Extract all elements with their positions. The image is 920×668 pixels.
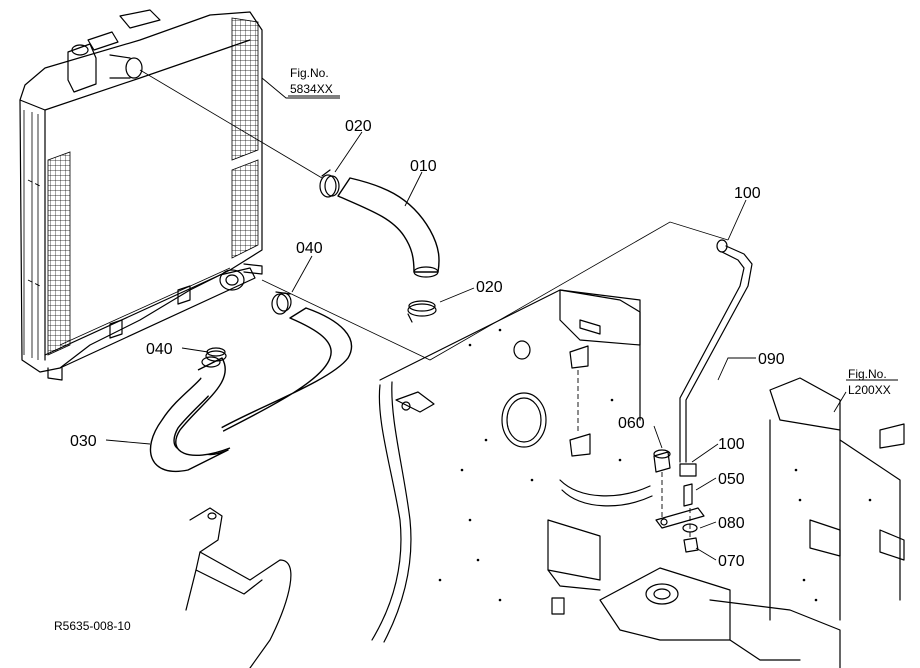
- frame-ref-line1: Fig.No.: [848, 367, 887, 381]
- bolt-060: [653, 449, 671, 520]
- clamp-040-lower: [205, 347, 227, 362]
- radiator-ref-line2: 5834XX: [290, 82, 333, 96]
- label-060: 060: [618, 415, 645, 432]
- label-020-upper: 020: [345, 118, 372, 135]
- clip-100-lower: [679, 463, 697, 477]
- radiator-ref-line1: Fig.No.: [290, 66, 329, 80]
- lower-hose: [149, 307, 353, 473]
- label-010: 010: [410, 158, 437, 175]
- frame: [185, 289, 905, 668]
- label-020-lower: 020: [476, 279, 503, 296]
- label-070: 070: [718, 553, 745, 570]
- label-100-upper: 100: [734, 185, 761, 202]
- drawing-code: R5635-008-10: [54, 619, 131, 633]
- label-030: 030: [70, 433, 97, 450]
- label-080: 080: [718, 515, 745, 532]
- upper-hose: [337, 177, 440, 278]
- clamp-lower-010: [407, 300, 437, 323]
- label-090: 090: [758, 351, 785, 368]
- label-040-lower: 040: [146, 341, 173, 358]
- bracket-050: [655, 483, 705, 529]
- overflow-pipe: [679, 239, 753, 463]
- label-040-upper: 040: [296, 240, 323, 257]
- radiator: [19, 9, 263, 381]
- label-100-lower: 100: [718, 436, 745, 453]
- frame-ref-line2: L200XX: [848, 383, 891, 397]
- nut-070: [683, 537, 699, 553]
- label-050: 050: [718, 471, 745, 488]
- clamp-upper: [319, 169, 340, 198]
- clamp-040-upper: [271, 291, 292, 315]
